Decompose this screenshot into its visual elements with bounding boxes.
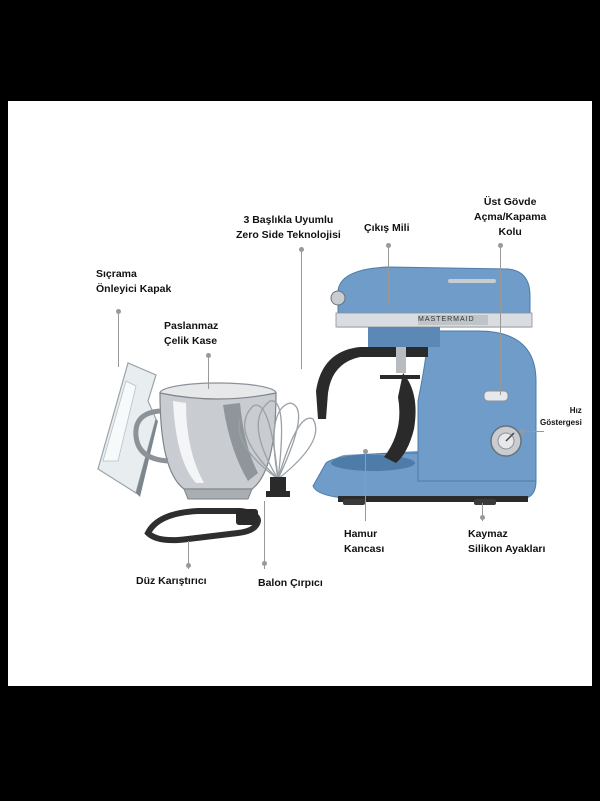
splash-guard-shape [97,362,158,497]
label-dough-hook: Hamur Kancası [344,527,384,557]
leader-dot-upper-body [498,243,503,248]
leader-dot-steel-bowl [206,353,211,358]
label-steel-bowl-line2: Çelik Kase [164,335,218,347]
whisk-shape [238,400,317,497]
leader-speed-indicator [522,431,544,432]
label-upper-body-line1: Üst Gövde [483,196,537,208]
leader-flat-beater [188,541,189,569]
leader-suction-feet [482,503,483,521]
leader-dough-hook [365,451,366,521]
leader-zero-side [301,249,302,369]
label-dough-hook-line2: Kancası [344,543,385,555]
label-zero-side-line2: Zero Side Teknolojisi [236,229,341,241]
brand-logo-text: MASTERMAID [418,316,475,323]
leader-dot-whisk [262,561,267,566]
label-upper-body: Üst Gövde Açma/Kapama Kolu [474,195,546,240]
leader-dot-speed-indicator [520,429,525,434]
leader-splash-guard [118,311,119,367]
label-splash-guard-line1: Sıçrama [96,268,137,280]
label-splash-guard: Sıçrama Önleyici Kapak [96,267,171,297]
label-upper-body-line3: Kolu [498,226,522,238]
leader-output-shaft [388,245,389,305]
leader-dot-suction-feet [480,515,485,520]
label-suction-feet-line2: Silikon Ayakları [468,543,546,555]
label-output-shaft-line1: Çıkış Mili [364,222,410,234]
flat-beater-shape [144,508,262,544]
label-steel-bowl: Paslanmaz Çelik Kase [164,319,218,349]
label-upper-body-line2: Açma/Kapama [474,211,547,223]
leader-dot-output-shaft [386,243,391,248]
label-zero-side: 3 Başlıkla Uyumlu Zero Side Teknolojisi [236,213,341,243]
label-flat-beater: Düz Karıştırıcı [136,574,207,589]
mixer-body-shape [312,266,537,505]
leader-dot-flat-beater [186,563,191,568]
leader-dot-dough-hook [363,449,368,454]
label-dough-hook-line1: Hamur [344,528,378,540]
leader-dot-splash-guard [116,309,121,314]
label-speed-indicator-line2: Göstergesi [540,418,582,427]
label-speed-indicator-line1: Hız [569,406,582,415]
leader-steel-bowl [208,355,209,389]
label-output-shaft: Çıkış Mili [364,221,410,236]
leader-dot-zero-side [299,247,304,252]
label-zero-side-line1: 3 Başlıkla Uyumlu [243,214,334,226]
label-suction-feet: Kaymaz Silikon Ayakları [468,527,545,557]
label-steel-bowl-line1: Paslanmaz [164,320,219,332]
leader-whisk [264,501,265,569]
label-splash-guard-line2: Önleyici Kapak [96,283,172,295]
label-flat-beater-line1: Düz Karıştırıcı [136,575,207,587]
leader-upper-body [500,245,501,395]
label-whisk-line1: Balon Çırpıcı [258,577,323,589]
product-panel: MASTERMAID 3 Başlıkla Uyumlu Zero Side T… [8,101,592,686]
label-suction-feet-line1: Kaymaz [468,528,508,540]
product-illustration [97,266,537,544]
label-speed-indicator: Hız Göstergesi [540,405,582,429]
steel-bowl-shape [133,382,277,500]
label-whisk: Balon Çırpıcı [258,576,323,591]
